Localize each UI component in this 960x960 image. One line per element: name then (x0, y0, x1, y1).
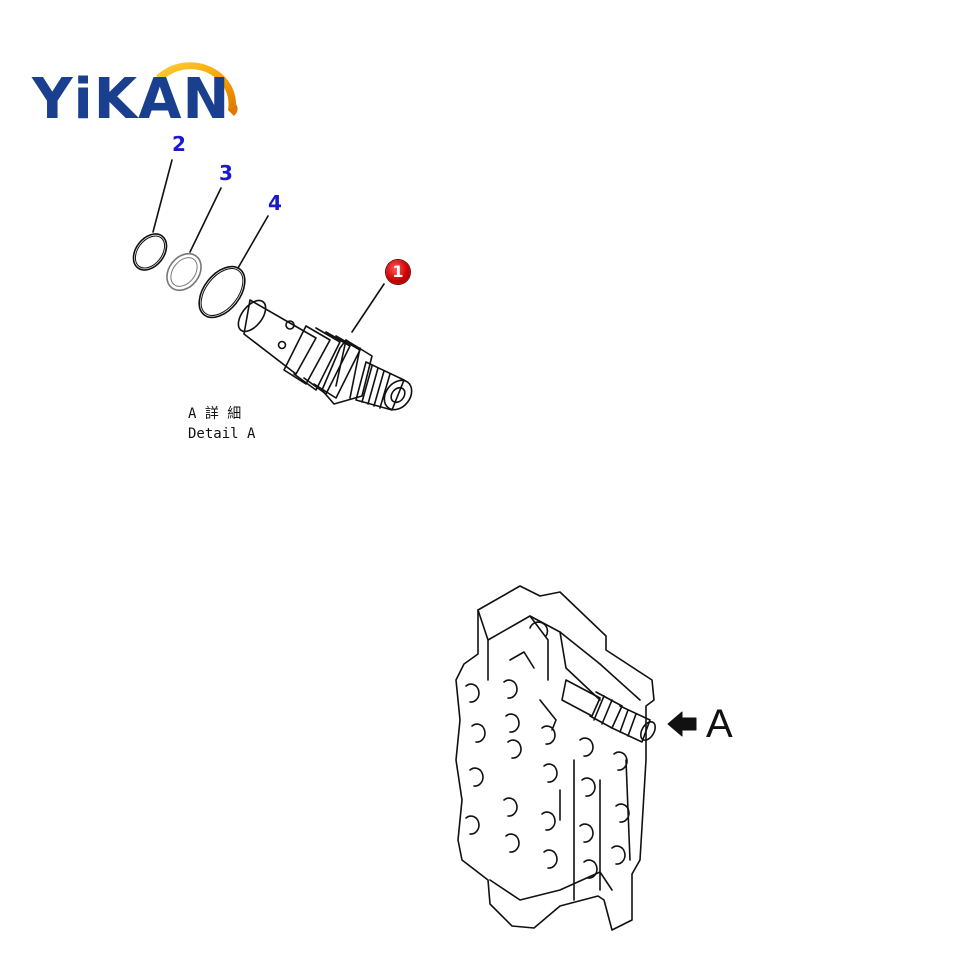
leader-line-4 (237, 215, 269, 269)
detail-label-jp: A 詳 細 (188, 406, 242, 422)
yikan-logo: YiKAN (30, 28, 260, 128)
leader-line-1 (351, 283, 385, 333)
leader-line-2 (152, 159, 173, 233)
logo-text: YiKAN (32, 67, 231, 132)
view-arrow-icon (667, 711, 697, 737)
control-valve-block (455, 585, 657, 931)
callout-3: 3 (219, 161, 233, 185)
leader-line-3 (189, 187, 222, 253)
detail-label: A 詳 細 Detail A (188, 404, 255, 444)
backup-ring-3 (166, 252, 202, 292)
detail-label-en: Detail A (188, 426, 256, 442)
o-ring-4 (198, 265, 246, 319)
o-ring-2 (132, 233, 168, 271)
view-arrow-label: A (706, 702, 733, 746)
callout-4: 4 (268, 191, 282, 215)
logo-arc-icon (156, 62, 238, 116)
callout-1-main: 1 (386, 260, 410, 284)
valve-cartridge-1 (237, 299, 413, 411)
callout-2: 2 (172, 132, 186, 156)
